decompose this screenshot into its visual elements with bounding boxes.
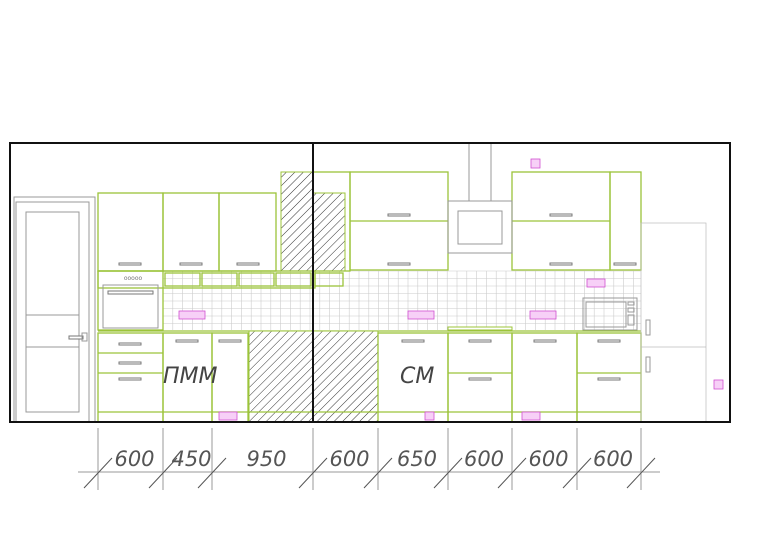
- socket-icon: [407, 310, 435, 320]
- dimension-label: 600: [114, 447, 154, 471]
- dimension-slash: [363, 457, 393, 489]
- dimension-slash: [626, 457, 656, 489]
- svg-text:ooooo: ooooo: [124, 275, 143, 282]
- dimension-slash: [148, 457, 178, 489]
- hatched-column: [280, 171, 314, 272]
- dimension-label: 600: [329, 447, 369, 471]
- dishwasher-label: ПММ: [163, 364, 218, 389]
- dimension-label: 450: [171, 447, 211, 471]
- microwave: [582, 297, 638, 331]
- socket-icon: [218, 411, 238, 421]
- dimension-label: 650: [397, 447, 437, 471]
- dimension-line: 600 450 950 600 650 600 600 600: [78, 428, 660, 490]
- refrigerator: [640, 222, 707, 423]
- dimension-slash: [298, 457, 328, 489]
- socket-icon: [530, 158, 541, 169]
- dimension-slash: [562, 457, 592, 489]
- socket-icon: [424, 411, 435, 421]
- socket-icon: [521, 411, 541, 421]
- door: [13, 196, 96, 423]
- washing-machine-label: СМ: [400, 364, 434, 389]
- hatched-column: [312, 192, 346, 272]
- wall-frame: [9, 142, 731, 423]
- upper-cabinets: [97, 171, 642, 289]
- dimension-label: 600: [528, 447, 568, 471]
- oven: ooooo: [97, 270, 164, 331]
- base-cabinets: ПММ СМ: [97, 330, 642, 423]
- dimension-slash: [497, 457, 527, 489]
- socket-icon: [713, 379, 724, 390]
- range-hood: [447, 142, 513, 254]
- dimension-label: 600: [593, 447, 633, 471]
- tile-backsplash: [162, 270, 641, 330]
- dimension-slash: [433, 457, 463, 489]
- socket-icon: [178, 310, 206, 320]
- socket-icon: [586, 278, 606, 288]
- socket-icon: [529, 310, 557, 320]
- dimension-label: 950: [246, 447, 286, 471]
- dimension-slash: [83, 457, 113, 489]
- cooktop: [447, 326, 513, 331]
- dimension-slash: [197, 457, 227, 489]
- sockets: [178, 158, 724, 421]
- dimension-label: 600: [464, 447, 504, 471]
- door-handle-icon: [68, 335, 84, 340]
